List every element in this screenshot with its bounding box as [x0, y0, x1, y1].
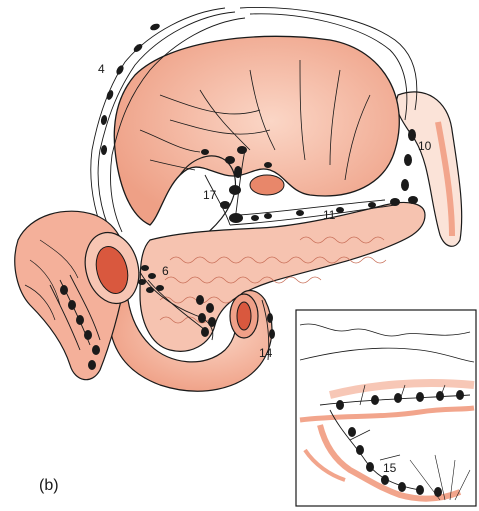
label-station-15: 15	[383, 461, 397, 475]
label-station-4: 4	[98, 62, 105, 76]
inset-panel	[296, 310, 476, 506]
label-station-14: 14	[259, 346, 273, 360]
panel-label: (b)	[39, 477, 59, 494]
label-station-11: 11	[323, 208, 336, 222]
label-station-10: 10	[418, 139, 432, 153]
label-station-6: 6	[162, 264, 169, 278]
label-station-17: 17	[203, 188, 217, 202]
